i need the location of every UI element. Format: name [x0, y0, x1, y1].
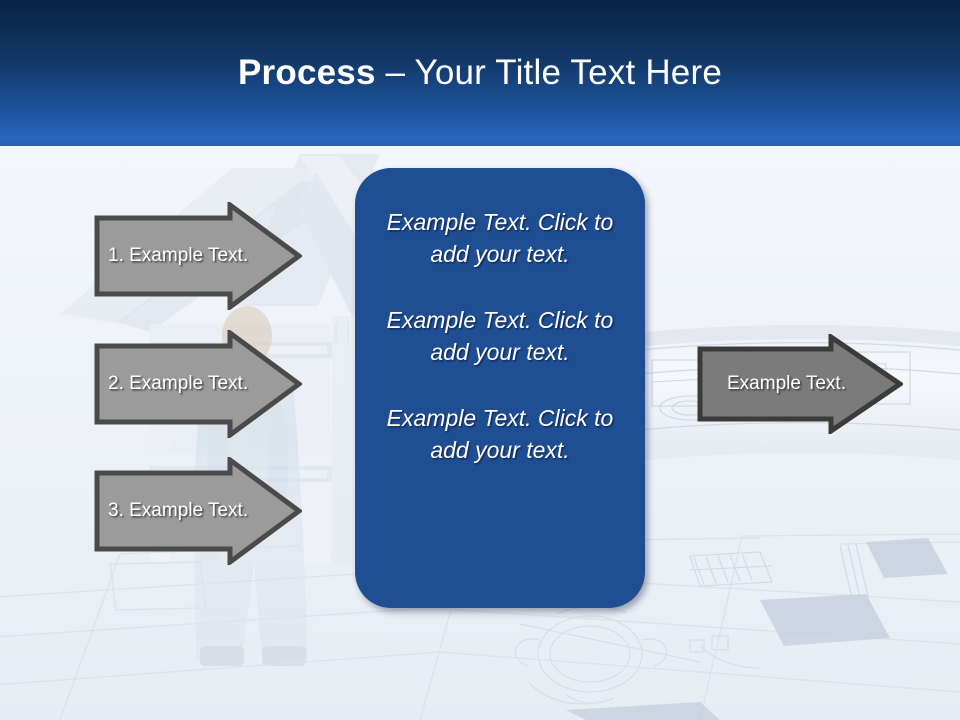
result-arrow[interactable]: Example Text.: [697, 334, 903, 434]
page-title: Process – Your Title Text Here: [0, 52, 960, 94]
right-arrow-icon: [94, 202, 302, 310]
process-step-arrow-1-label: 1. Example Text.: [108, 245, 249, 266]
detail-paragraph-2: Example Text. Click to add your text.: [386, 307, 614, 365]
process-step-arrow-1[interactable]: 1. Example Text.: [94, 202, 302, 310]
right-arrow-icon: [697, 334, 903, 434]
process-step-arrow-2[interactable]: 2. Example Text.: [94, 330, 302, 438]
detail-paragraph-3: Example Text. Click to add your text.: [386, 405, 614, 463]
result-arrow-label: Example Text.: [727, 373, 846, 394]
slide-header-banner: [0, 0, 960, 143]
process-step-arrow-3[interactable]: 3. Example Text.: [94, 457, 302, 565]
process-step-arrow-3-label: 3. Example Text.: [108, 500, 249, 521]
right-arrow-icon: [94, 457, 302, 565]
page-title-emphasis: Process: [238, 53, 376, 92]
header-underline: [0, 143, 960, 146]
page-title-rest: – Your Title Text Here: [375, 53, 722, 92]
process-step-arrow-2-label: 2. Example Text.: [108, 373, 249, 394]
detail-panel[interactable]: Example Text. Click to add your text. Ex…: [355, 168, 645, 608]
right-arrow-icon: [94, 330, 302, 438]
detail-paragraph-1: Example Text. Click to add your text.: [386, 209, 614, 267]
